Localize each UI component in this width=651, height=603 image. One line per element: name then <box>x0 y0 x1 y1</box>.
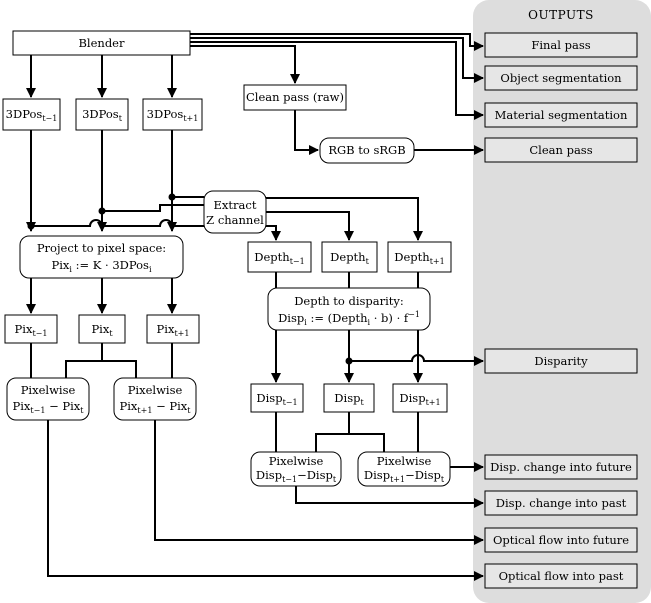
output-optical-flow-past: Optical flow into past <box>484 563 638 589</box>
node-pix-cur: Pixt <box>78 314 126 344</box>
node-pix-next: Pixt+1 <box>146 314 200 344</box>
svg-text:RGB to sRGB: RGB to sRGB <box>328 143 405 157</box>
svg-text:3DPost: 3DPost <box>82 107 123 123</box>
node-pix-prev: Pixt−1 <box>4 314 58 344</box>
svg-text:Pixelwise: Pixelwise <box>269 454 324 468</box>
svg-text:Project to pixel space:: Project to pixel space: <box>37 241 166 255</box>
output-disp-change-future: Disp. change into future <box>484 454 638 480</box>
svg-text:Dispt−1: Dispt−1 <box>256 391 297 407</box>
svg-text:Dispt+1−Dispt: Dispt+1−Dispt <box>364 468 445 484</box>
svg-text:Dispt−1−Dispt: Dispt−1−Dispt <box>256 468 337 484</box>
svg-text:Disparity: Disparity <box>534 354 588 368</box>
node-pixelwise-pix-past: Pixelwise Pixt−1 − Pixt <box>6 377 90 421</box>
svg-text:Pixt: Pixt <box>91 322 113 338</box>
node-disp-next: Dispt+1 <box>392 383 448 413</box>
node-clean-pass-raw: Clean pass (raw) <box>243 84 347 111</box>
node-depth-next: Deptht+1 <box>387 241 452 273</box>
node-3dpos-prev: 3DPost−1 <box>2 98 61 131</box>
svg-text:Pixelwise: Pixelwise <box>128 383 183 397</box>
svg-text:Material segmentation: Material segmentation <box>495 108 628 122</box>
svg-text:Blender: Blender <box>78 36 125 50</box>
node-3dpos-cur: 3DPost <box>75 98 129 131</box>
output-material-segmentation: Material segmentation <box>484 102 638 128</box>
svg-text:Clean pass (raw): Clean pass (raw) <box>246 90 344 104</box>
output-object-segmentation: Object segmentation <box>484 65 638 91</box>
node-depth-cur: Deptht <box>321 241 378 273</box>
svg-text:Clean pass: Clean pass <box>529 143 592 157</box>
svg-text:Optical flow into future: Optical flow into future <box>493 533 629 547</box>
node-pixelwise-disp-future: Pixelwise Dispt+1−Dispt <box>357 451 451 487</box>
node-depth-to-disparity: Depth to disparity: Dispi := (Depthi · b… <box>267 287 431 331</box>
svg-text:Pixi := K · 3DPosi: Pixi := K · 3DPosi <box>51 258 151 274</box>
node-3dpos-next: 3DPost+1 <box>142 98 203 131</box>
svg-text:Deptht: Deptht <box>330 250 369 266</box>
svg-text:Depth to disparity:: Depth to disparity: <box>294 294 404 308</box>
svg-text:Final pass: Final pass <box>531 38 590 52</box>
svg-text:Pixt+1: Pixt+1 <box>157 322 190 338</box>
svg-text:Pixelwise: Pixelwise <box>21 383 76 397</box>
svg-text:Pixelwise: Pixelwise <box>377 454 432 468</box>
node-pixelwise-disp-past: Pixelwise Dispt−1−Dispt <box>250 451 342 487</box>
svg-text:Pixt+1 − Pixt: Pixt+1 − Pixt <box>120 399 192 415</box>
svg-text:Extract: Extract <box>214 198 257 212</box>
svg-text:Pixt−1 − Pixt: Pixt−1 − Pixt <box>13 399 85 415</box>
node-blender: Blender <box>12 30 191 56</box>
output-clean-pass: Clean pass <box>484 137 638 163</box>
node-project-to-pixel: Project to pixel space: Pixi := K · 3DPo… <box>19 235 184 279</box>
output-optical-flow-future: Optical flow into future <box>484 527 638 553</box>
svg-text:Disp. change into past: Disp. change into past <box>496 496 627 510</box>
svg-text:Optical flow into past: Optical flow into past <box>499 569 624 583</box>
node-depth-prev: Deptht−1 <box>247 241 312 273</box>
svg-text:Dispt+1: Dispt+1 <box>399 391 440 407</box>
svg-text:Dispi := (Depthi · b) · f−1: Dispi := (Depthi · b) · f−1 <box>278 310 420 327</box>
svg-text:Deptht+1: Deptht+1 <box>394 250 444 266</box>
svg-text:Disp. change into future: Disp. change into future <box>490 460 632 474</box>
output-disparity: Disparity <box>484 348 638 374</box>
svg-text:Deptht−1: Deptht−1 <box>254 250 304 266</box>
svg-text:Z channel: Z channel <box>206 213 264 227</box>
node-disp-prev: Dispt−1 <box>250 383 304 413</box>
outputs-title: OUTPUTS <box>528 8 594 22</box>
svg-text:3DPost+1: 3DPost+1 <box>147 107 199 123</box>
output-final-pass: Final pass <box>484 32 638 58</box>
svg-text:Object segmentation: Object segmentation <box>500 71 622 85</box>
svg-text:Pixt−1: Pixt−1 <box>15 322 48 338</box>
edges <box>26 33 484 581</box>
node-rgb-to-srgb: RGB to sRGB <box>319 137 415 164</box>
svg-text:Dispt: Dispt <box>334 391 364 407</box>
output-disp-change-past: Disp. change into past <box>484 490 638 516</box>
node-extract-z: Extract Z channel <box>203 190 267 234</box>
node-pixelwise-pix-future: Pixelwise Pixt+1 − Pixt <box>113 377 197 421</box>
node-disp-cur: Dispt <box>323 383 375 413</box>
svg-text:3DPost−1: 3DPost−1 <box>6 107 58 123</box>
